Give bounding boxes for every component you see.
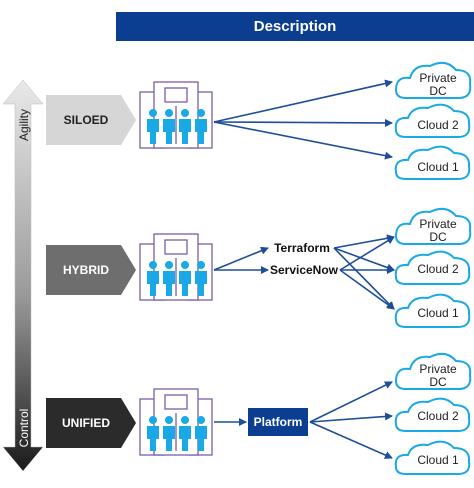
row-unified-chevron: UNIFIED: [46, 398, 136, 448]
row-hybrid-label: HYBRID: [63, 263, 109, 277]
cloud-label: Cloud 1: [417, 306, 459, 320]
cloud-label: Cloud 2: [417, 118, 459, 132]
control-label: Control: [17, 409, 31, 448]
row-siloed-chevron: SILOED: [46, 95, 136, 145]
connectors-siloed: [213, 79, 393, 160]
cloud-2-hybrid: Cloud 2: [394, 250, 471, 285]
agility-label: Agility: [17, 109, 31, 141]
row-unified-label: UNIFIED: [62, 416, 110, 430]
description-header: Description: [116, 12, 474, 41]
terraform-label: Terraform: [274, 241, 330, 255]
cloud-2-siloed: Cloud 2: [394, 103, 471, 138]
servicenow-label: ServiceNow: [270, 263, 339, 277]
agility-control-axis: Agility Control: [2, 79, 44, 472]
platform-box: Platform: [248, 408, 308, 436]
platform-label: Platform: [254, 415, 303, 429]
row-siloed-label: SILOED: [64, 113, 109, 127]
connectors-unified: [214, 381, 393, 459]
cloud-1-siloed: Cloud 1: [394, 145, 471, 180]
row-hybrid-chevron: HYBRID: [46, 245, 136, 295]
cloud-2-unified: Cloud 2: [394, 397, 471, 432]
cloud-label: Cloud 2: [417, 409, 459, 423]
cloud-1-hybrid: Cloud 1: [394, 293, 471, 328]
team-icon-unified: [139, 388, 213, 456]
cloud-label: Cloud 2: [417, 262, 459, 276]
cloud-label: Cloud 1: [417, 453, 459, 467]
cloud-1-unified: Cloud 1: [394, 440, 471, 475]
team-icon-hybrid: [139, 233, 213, 301]
team-icon-siloed: [139, 81, 213, 149]
cloud-label: Cloud 1: [417, 160, 459, 174]
connectors-hybrid: [213, 234, 395, 310]
